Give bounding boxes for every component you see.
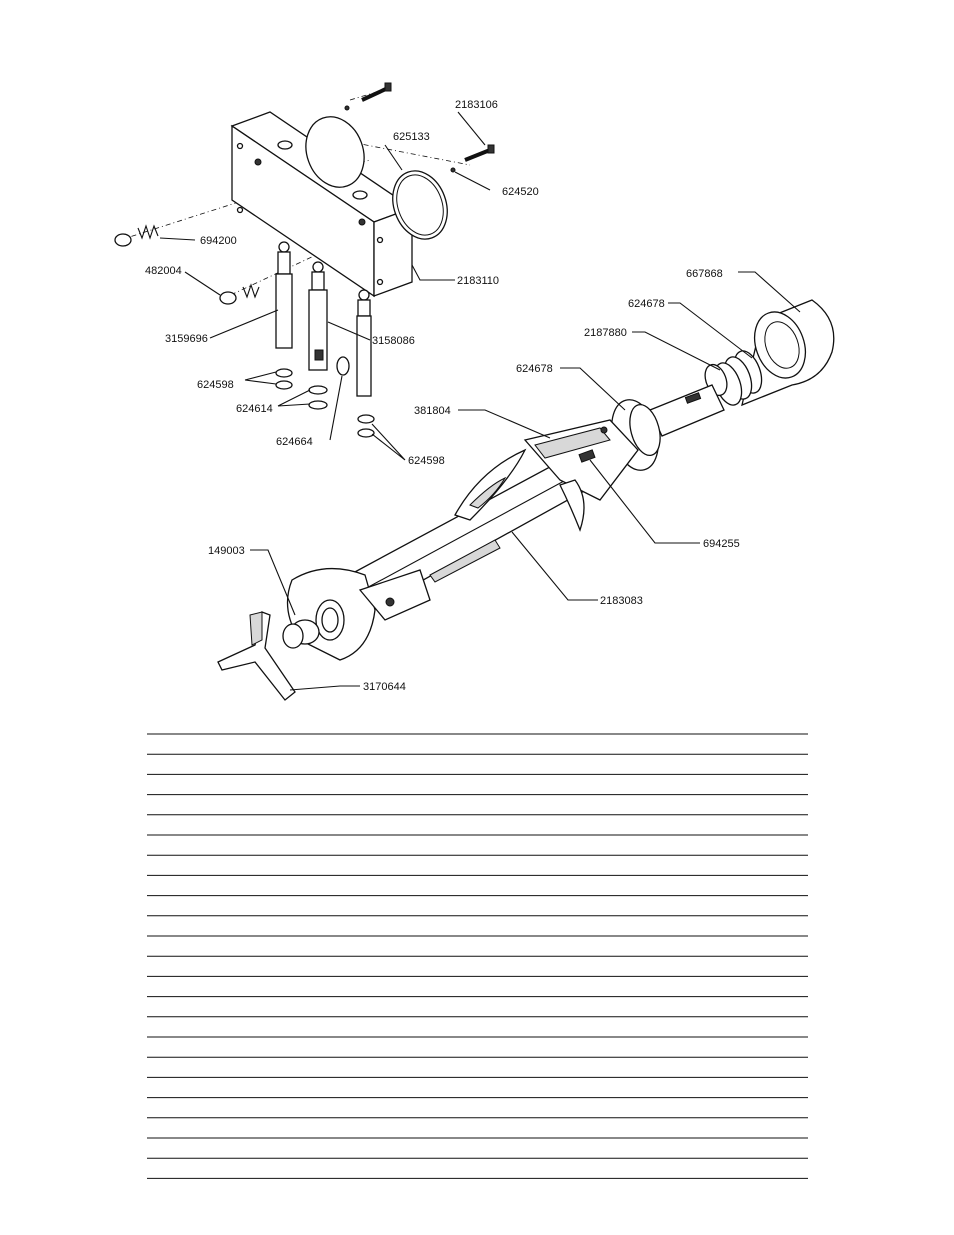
leader-lines	[159, 111, 801, 691]
callout-2187880: 2187880	[584, 327, 627, 339]
valve-stem-3159696	[275, 241, 293, 349]
callout-2183083: 2183083	[600, 595, 643, 607]
callout-694255: 694255	[703, 538, 740, 550]
callout-149003: 149003	[208, 545, 245, 557]
cap-694200	[114, 224, 159, 247]
auger-flight	[454, 448, 527, 521]
callout-624614: 624614	[236, 403, 273, 415]
bolt-2183106	[344, 82, 495, 173]
bushing-149003	[282, 619, 320, 649]
callout-624678-a: 624678	[628, 298, 665, 310]
callout-labels: 2183106 625133 624520 694200 482004 2183…	[145, 99, 740, 693]
callout-624664: 624664	[276, 436, 313, 448]
valve-stem-3158086	[308, 261, 328, 371]
callout-694200: 694200	[200, 235, 237, 247]
bearing-667868	[741, 299, 835, 407]
drive-shaft	[649, 384, 725, 437]
impeller	[286, 567, 431, 661]
callout-624598-b: 624598	[408, 455, 445, 467]
o-rings-624614	[308, 385, 328, 410]
auger-head-381804	[523, 419, 639, 532]
callout-624678-b: 624678	[516, 363, 553, 375]
o-rings-624598-upper	[275, 368, 293, 390]
valve-stem-third	[356, 289, 372, 397]
callout-2183106: 2183106	[455, 99, 498, 111]
seal-stack-2187880	[704, 350, 763, 406]
callout-3159696: 3159696	[165, 333, 208, 345]
pump-block-assembly	[114, 82, 495, 438]
auger-shaft-assembly	[217, 299, 835, 701]
callout-482004: 482004	[145, 265, 182, 277]
scraper-blade-3170644	[217, 611, 296, 701]
callout-624520: 624520	[502, 186, 539, 198]
callout-3158086: 3158086	[372, 335, 415, 347]
o-rings-624598-lower	[357, 414, 375, 438]
callout-2183110: 2183110	[457, 275, 499, 287]
gasket-625133	[305, 116, 448, 240]
callout-667868: 667868	[686, 268, 723, 280]
callout-625133: 625133	[393, 131, 430, 143]
parts-table	[147, 733, 808, 1179]
callout-624598-a: 624598	[197, 379, 234, 391]
callout-3170644: 3170644	[363, 681, 406, 693]
cap-482004	[219, 283, 260, 305]
seal-624664	[336, 356, 350, 376]
callout-381804: 381804	[414, 405, 451, 417]
